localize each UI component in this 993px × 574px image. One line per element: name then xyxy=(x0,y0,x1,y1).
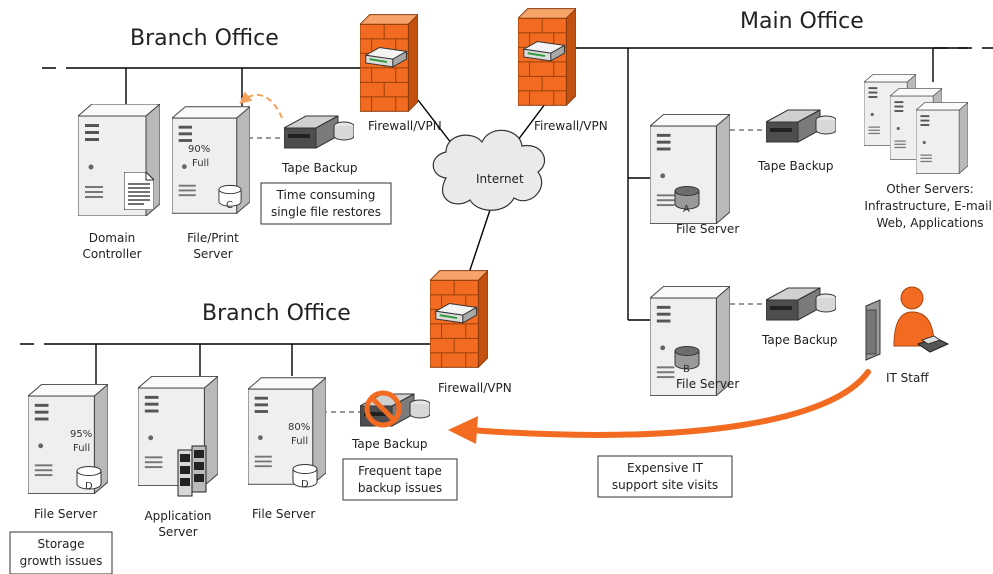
document-icon xyxy=(124,172,154,210)
backup-links xyxy=(248,129,768,413)
restore-arrow xyxy=(239,91,283,119)
restore-callout: Time consuming single file restores xyxy=(260,182,392,225)
restore-callout-line-1: Time consuming xyxy=(276,188,376,202)
branch-office-bottom-title: Branch Office xyxy=(202,301,351,326)
prohibited-icon xyxy=(364,390,402,428)
internet-label: Internet xyxy=(476,172,524,186)
tape-backup-b-icon xyxy=(766,287,836,321)
disk-a-label: A xyxy=(683,204,690,215)
it-staff-icon xyxy=(865,286,950,361)
storage-rack-icon xyxy=(177,445,207,497)
file-server-1-label: File Server xyxy=(34,507,97,521)
file-server-a-label: File Server xyxy=(676,222,739,236)
network-lines xyxy=(20,47,993,384)
main-office-title: Main Office xyxy=(740,9,864,34)
storage-growth-callout-line-2: growth issues xyxy=(20,554,103,568)
firewall-bottom-label: Firewall/VPN xyxy=(438,381,512,395)
firewall-top-label: Firewall/VPN xyxy=(368,119,442,133)
other-servers-label-2: Infrastructure, E-mail, xyxy=(864,199,993,213)
storage-growth-callout: Storage growth issues xyxy=(9,531,113,574)
file-print-usage-percent: 90% xyxy=(188,144,210,155)
file-server-2-usage-percent: 80% xyxy=(288,422,310,433)
other-servers-label-3: Web, Applications xyxy=(876,216,983,230)
disk-c-label: C xyxy=(226,200,233,211)
tape-issues-callout-line-2: backup issues xyxy=(358,481,442,495)
branch-office-top-title: Branch Office xyxy=(130,26,279,51)
tape-issues-callout: Frequent tape backup issues xyxy=(342,458,458,501)
disk-b-label: B xyxy=(683,364,690,375)
tape-backup-top-icon xyxy=(284,115,354,149)
tape-backup-b-label: Tape Backup xyxy=(761,333,838,347)
firewall-main-label: Firewall/VPN xyxy=(534,119,608,133)
firewall-top-icon xyxy=(360,14,418,112)
tape-backup-a-label: Tape Backup xyxy=(757,159,834,173)
application-server-label-1: Application xyxy=(144,509,211,523)
application-server-label-2: Server xyxy=(158,525,197,539)
internet-cloud-icon xyxy=(432,129,545,211)
support-visit-arrow xyxy=(448,369,871,444)
other-servers-icon xyxy=(864,74,968,174)
file-print-server-label-1: File/Print xyxy=(187,231,239,245)
file-server-1-usage-full: Full xyxy=(73,443,90,454)
file-server-1-usage-percent: 95% xyxy=(70,429,92,440)
visit-callout-line-2: support site visits xyxy=(612,478,718,492)
domain-controller-label-1: Domain xyxy=(89,231,136,245)
visit-callout: Expensive IT support site visits xyxy=(597,455,733,498)
tape-backup-a-icon xyxy=(766,109,836,143)
file-server-b-label: File Server xyxy=(676,377,739,391)
file-print-server-label-2: Server xyxy=(193,247,232,261)
firewall-main-icon xyxy=(518,8,576,106)
tape-backup-bottom-label: Tape Backup xyxy=(351,437,428,451)
tape-issues-callout-line-1: Frequent tape xyxy=(358,464,442,478)
other-servers-label-1: Other Servers: xyxy=(886,182,974,196)
firewall-bottom-icon xyxy=(430,270,488,368)
file-server-2-label: File Server xyxy=(252,507,315,521)
it-staff-label: IT Staff xyxy=(886,371,929,385)
file-print-usage-full: Full xyxy=(192,158,209,169)
restore-callout-line-2: single file restores xyxy=(271,205,381,219)
domain-controller-label-2: Controller xyxy=(82,247,141,261)
storage-growth-callout-line-1: Storage xyxy=(38,537,85,551)
tape-backup-top-label: Tape Backup xyxy=(281,161,358,175)
visit-callout-line-1: Expensive IT xyxy=(627,461,704,475)
file-server-2-usage-full: Full xyxy=(291,436,308,447)
disk-d-2-label: D xyxy=(301,479,309,490)
disk-d-1-label: D xyxy=(85,481,93,492)
